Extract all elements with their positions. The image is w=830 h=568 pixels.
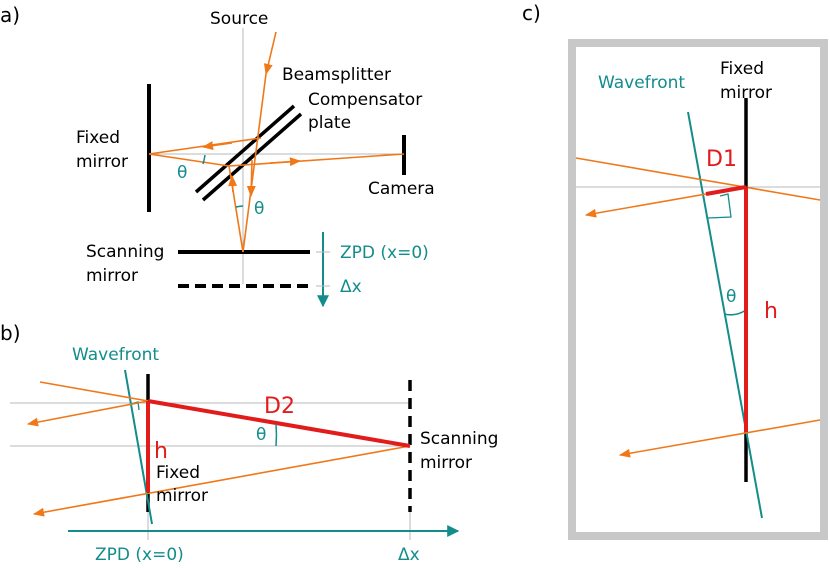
camera-label: Camera [368, 179, 435, 199]
panel-a-source-ray [242, 73, 267, 253]
panel-b-d2-label: D2 [264, 394, 295, 419]
panel-b-dx-label: Δx [398, 545, 420, 565]
panel-c-incoming-ray [575, 157, 821, 201]
panel-c-theta-arc [723, 309, 747, 316]
panel-a-scanning-label-line1: Scanning [86, 242, 164, 262]
panel-b-d2-path [147, 399, 411, 448]
panel-b-zpd-label: ZPD (x=0) [95, 545, 184, 565]
panel-a-down-ray-arrow [246, 159, 256, 198]
compensator-label-line2: plate [308, 113, 351, 133]
panel-b-reflected-ray-top [26, 400, 149, 427]
panel-c-tag: c) [522, 1, 541, 25]
panel-a-theta-arc-right [235, 205, 244, 208]
panel-a-return-ray-arrow [228, 174, 238, 193]
panel-c: c) Wavefront Fixed mirror D1 θ h [522, 1, 828, 540]
panel-c-wavefront [687, 111, 763, 519]
panel-b-wavefront-label: Wavefront [72, 345, 159, 365]
panel-b-h-label: h [154, 439, 168, 464]
panel-a-compensator-plate [201, 112, 303, 202]
panel-b-tag: b) [0, 321, 21, 345]
panel-c-d1-segment [705, 185, 747, 196]
panel-b-theta-label: θ [256, 425, 266, 445]
panel-a-scanning-label-line2: mirror [86, 266, 138, 286]
panel-b-incoming-ray [39, 381, 149, 402]
panel-a-theta-left-label: θ [177, 163, 187, 183]
panel-a-ray-to-camera [228, 153, 405, 167]
panel-c-right-angle-marker [707, 193, 732, 219]
panel-b-scanning-label-line1: Scanning [420, 429, 498, 449]
panel-a-fixed-label-line1: Fixed [76, 128, 120, 148]
panel-a-ray-to-fixed-mirror-arrow [201, 141, 233, 151]
panel-a-beamsplitter [194, 104, 296, 194]
panel-c-theta-label: θ [726, 287, 736, 307]
panel-c-d1-label: D1 [706, 147, 737, 172]
panel-b-scanning-label-line2: mirror [420, 453, 472, 473]
panel-a-tag: a) [0, 3, 20, 27]
panel-c-wavefront-label: Wavefront [598, 73, 685, 93]
panel-a-ray-to-camera-arrow [269, 157, 302, 167]
panel-c-reflected-ray-bottom [618, 419, 821, 458]
panel-a-theta-right-label: θ [254, 199, 264, 219]
panel-b-wavefront [124, 369, 153, 525]
panel-a-ray-from-fixed-mirror [148, 153, 230, 167]
panel-c-h-label: h [764, 299, 778, 324]
panel-a: a) Source Beamsplitter [0, 3, 435, 308]
panel-c-fixed-label-line1: Fixed [720, 59, 764, 79]
panel-c-zoom-frame [568, 39, 828, 540]
panel-a-dx-label: Δx [340, 277, 362, 297]
panel-b: b) Wavefront D2 θ h Fixed mirror Scannin… [0, 321, 498, 565]
panel-b-reflected-ray-bottom [32, 445, 411, 517]
panel-b-fixed-label-line2: mirror [156, 486, 208, 506]
beamsplitter-label: Beamsplitter [282, 65, 391, 85]
panel-b-fixed-label-line1: Fixed [156, 463, 200, 483]
panel-a-fixed-label-line2: mirror [76, 152, 128, 172]
panel-c-fixed-label-line2: mirror [720, 83, 772, 103]
panel-a-source-ray-arrow [263, 31, 277, 76]
panel-a-return-ray [228, 165, 244, 253]
panel-a-theta-arc-left [202, 154, 206, 165]
compensator-label-line1: Compensator [308, 90, 422, 110]
panel-a-zpd-label: ZPD (x=0) [340, 243, 429, 263]
source-label: Source [210, 9, 268, 29]
